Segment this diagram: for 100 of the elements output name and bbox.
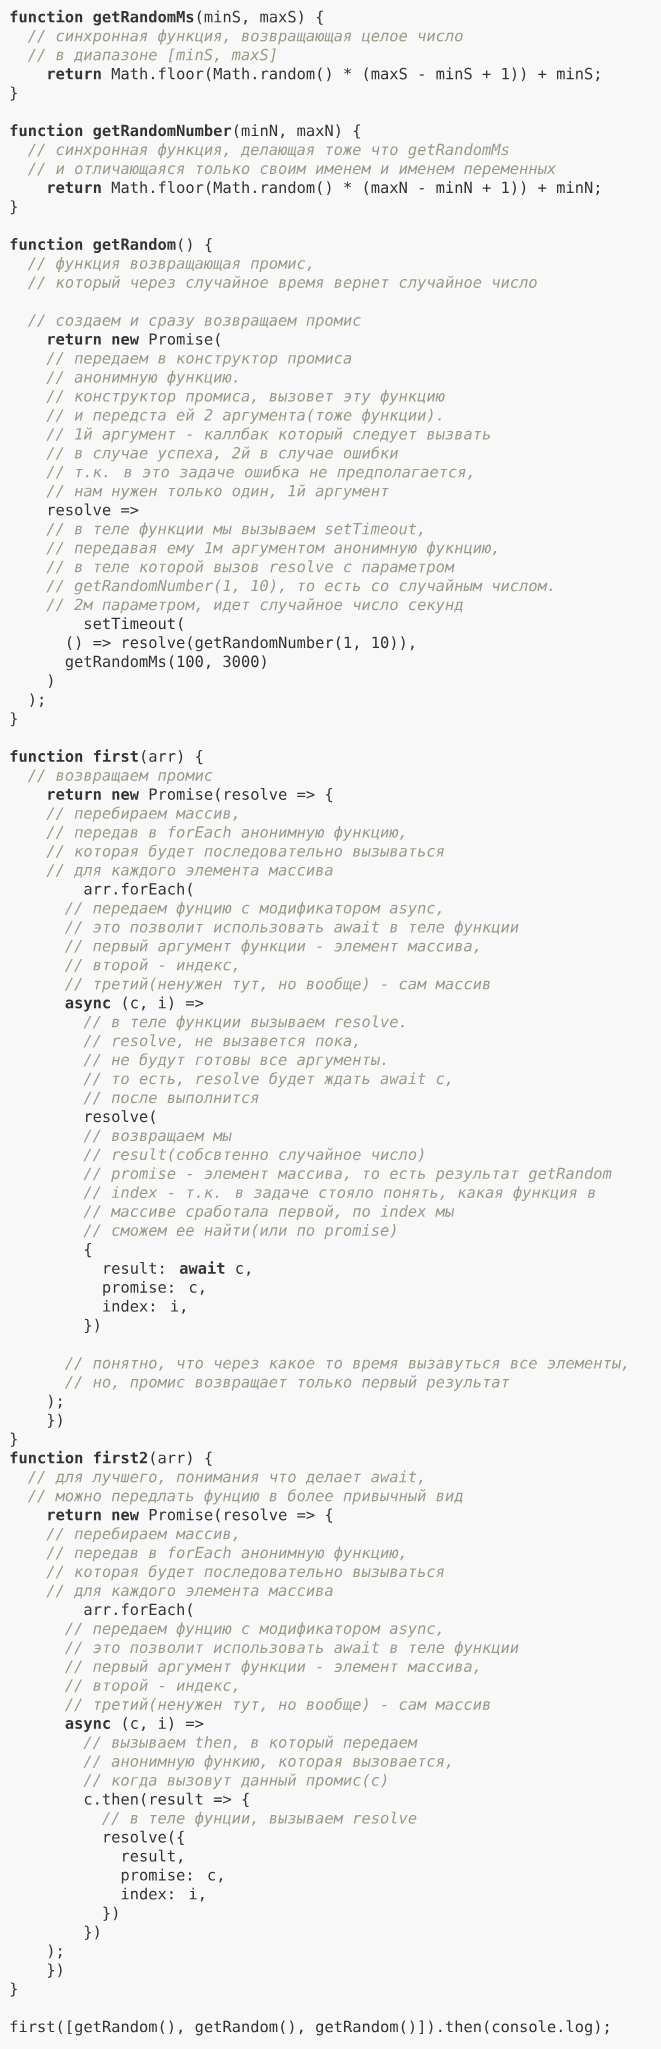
code-line: return new Promise(resolve => { [48,787,332,803]
code-comment: // второй - индекс, [64,958,237,974]
code-comment: // 2м параметром, идет случайное число секунд [46,597,463,614]
code-line: }) [47,1413,62,1428]
code-line: () => resolve(getRandomNumber(1, 10)), [68,636,414,652]
code-comment: // result(собсвтенно случайное число) [83,1147,424,1164]
code-line: ); [30,693,43,708]
code-comment: // но, промис возвращает только первый результат [64,1375,510,1391]
code-comment: // который через случайное время вернет случайное число [27,275,537,291]
code-comment: // в теле фунции, вызываем resolve [102,1811,417,1827]
code-line: index: i, [121,1887,204,1902]
code-line: return Math.floor(Math.random() * (maxS - minS + 1)) + minS; [48,67,599,82]
code-comment: // понятно, что через какое то время вызавуться все элементы, [64,1357,627,1372]
code-comment: // и передста ей 2 аргумента(тоже функции). [46,408,441,424]
code-line: c.then(result => { [84,1792,249,1808]
code-comment: // то есть, resolve будет ждать await c, [83,1072,450,1088]
code-comment: // и отличающаяся только своим именем и именем переменных [27,162,556,178]
code-comment: // после выполнится [83,1091,259,1105]
code-comment: // сможем ее найти(или по promise) [83,1223,396,1239]
code-comment: // resolve, не вызавется пока, [83,1034,358,1049]
code-comment: // третий(ненужен тут, но вообще) - сам массив [64,1697,490,1713]
code-comment: // т.к. в это задаче ошибка не предполагается, [46,465,472,481]
code-comment: // синхронная функция, возвращающая целое число [27,29,463,45]
code-comment: // это позволит использовать await в теле функции [64,920,519,936]
code-line: async (c, i) => [65,996,204,1012]
code-comment: // вызываем then, в который передаем [83,1735,418,1751]
code-line: } [10,200,17,215]
code-line: ) [48,674,53,688]
code-comment: // функция возвращающая промис, [27,257,311,272]
code-comment: // анонимную функцию. [46,370,237,386]
code-line: function first2(arr) { [10,1450,212,1466]
code-line: } [10,1432,17,1447]
code-line: resolve( [86,1110,155,1124]
code-comment: // в диапазоне [minS, maxS] [27,48,276,63]
code-comment: // синхронная функция, делающая тоже что getRandomMs [27,143,509,159]
code-line: result: await c, [104,1261,250,1276]
code-line: setTimeout( [84,617,183,632]
code-line: first([getRandom(), getRandom(), getRandom()]).then(console.log); [10,2020,609,2036]
code-comment: // нам нужен только один, 1й аргумент [46,484,389,500]
code-line: return new Promise(resolve => { [48,1508,332,1523]
code-comment: // передав в forEach анонимную функцию, [46,1546,404,1562]
code-line: promise: c, [121,1868,222,1884]
code-comment: // передаем в конструктор промиса [46,352,352,367]
code-comment: // передаем фунцию с модификатором async, [64,1622,441,1638]
code-line: function getRandomMs(minS, maxS) { [10,9,323,26]
code-comment: // в случае успеха, 2й в случае ошибки [46,446,398,462]
code-line: return Math.floor(Math.random() * (maxN - minN + 1)) + minN; [48,181,599,196]
code-line: { [85,1243,91,1258]
code-comment: // третий(ненужен тут, но вообще) - сам массив [64,977,490,993]
code-comment: // в теле функции мы вызываем setTimeout, [46,522,423,538]
code-line: } [10,1982,17,1997]
code-comment: // для лучшего, понимания что делает await, [27,1470,423,1486]
code-comment: // возвращаем промис [27,769,213,784]
code-comment: // index - т.к. в задаче стояло понять, какая функция в [83,1186,595,1202]
code-comment: // массиве сработала первой, по index мы [83,1204,455,1220]
code-comment: // для каждого элемента массива [46,1584,333,1599]
code-line: }) [85,1925,99,1940]
code-line: }) [103,1906,118,1921]
code-line: getRandomMs(100, 3000) [65,655,266,671]
code-line: return new Promise( [48,332,220,347]
code-comment: // которая будет последовательно вызываться [46,844,444,860]
code-comment: // передавая ему 1м аргументом анонимную фукнцию, [46,541,497,557]
code-comment: // создаем и сразу возвращаем промис [27,314,361,329]
code-comment: // первый аргумент функции - элемент массива, [64,1659,478,1676]
code-line: } [10,86,17,101]
code-comment: // передав в forEach анонимную функцию, [46,825,404,841]
code-line: }) [47,1963,62,1978]
code-line: ); [48,1394,62,1409]
code-line: function first(arr) { [10,749,203,765]
code-line: arr.forEach( [84,882,192,897]
code-comment: // для каждого элемента массива [46,864,333,878]
code-comment: // getRandomNumber(1, 10), то есть со случайным числом. [46,579,552,595]
code-comment: // анонимную функию, которая вызовается, [83,1754,450,1770]
code-comment: // передаем фунцию с модификатором async, [64,901,441,917]
code-line: arr.forEach( [84,1603,192,1617]
code-line: result, [123,1849,182,1864]
code-line: promise: c, [103,1280,204,1296]
code-line: }) [85,1318,99,1334]
code-comment: // не будут готовы все аргументы. [83,1053,386,1069]
code-comment: // первый аргумент функции - элемент массива, [64,939,478,955]
code-line: ); [48,1944,62,1959]
code-comment: // конструктор промиса, вызовет эту функцию [46,389,445,405]
code-comment: // promise - элемент массива, то есть результат getRandom [83,1167,612,1183]
code-comment: // в теле функции вызываем resolve. [83,1015,404,1031]
code-line: resolve({ [104,1830,184,1845]
code-line: async (c, i) => [65,1717,204,1732]
code-comment: // второй - индекс, [64,1678,237,1694]
code-comment: // это позволит использовать await в теле функции [64,1641,519,1657]
code-comment: // 1й аргумент - каллбак который следует вызвать [46,427,490,443]
code-comment: // можно передлать фунцию в более привычный вид [27,1489,463,1505]
code-comment: // перебираем массив, [46,806,237,822]
code-line: resolve => [49,503,139,516]
code-line: function getRandom() { [10,237,212,253]
code-comment: // когда вызовут данный промис(с) [83,1773,387,1789]
code-comment: // перебираем массив, [46,1527,237,1543]
code-line: index: i, [103,1299,185,1314]
code-comment: // в теле которой вызов resolve с параметром [46,560,455,576]
code-line: function getRandomNumber(minN, maxN) { [10,123,360,140]
code-comment: // которая будет последовательно вызываться [46,1565,444,1581]
code-line: } [10,712,17,727]
